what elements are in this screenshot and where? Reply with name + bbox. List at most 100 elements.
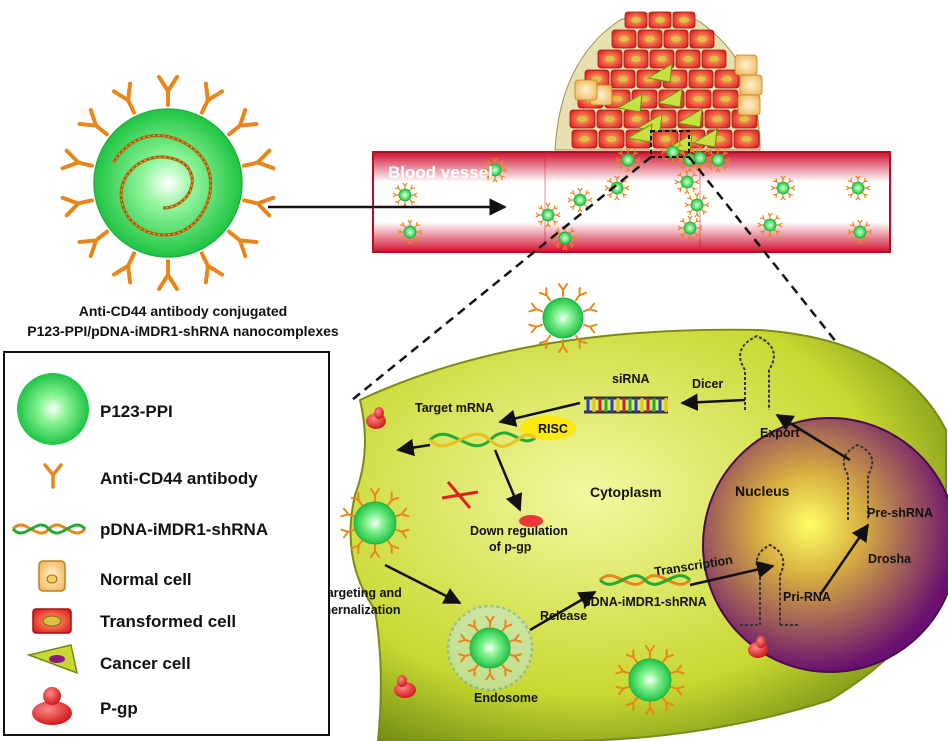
antibody-icon [370,544,380,558]
antibody-icon [485,615,495,628]
small-nanocomplex [684,192,710,218]
antibody-icon [157,75,179,107]
pdna-helix [598,574,692,586]
cancer-cell-icon [26,644,79,675]
antibody-icon [350,539,364,554]
tumor-cell [701,49,727,69]
antibody-icon [386,492,400,507]
antibody-icon [350,492,364,507]
antibody-icon [661,649,675,664]
tumor-cell [624,11,648,29]
endosome [446,604,534,692]
antibody-icon [500,619,513,633]
antibody-icon [625,696,639,711]
small-nanocomplex [482,157,508,183]
antibody-icon [199,251,225,285]
blood-vessel-label: Blood vessel [388,163,493,182]
antibody-icon [340,528,356,539]
legend-label-cancer-cell: Cancer cell [100,654,191,673]
targeting-label-1: Targeting and [320,586,402,600]
antibody-icon [615,664,631,675]
tumor-normal-cell [739,74,763,96]
antibody-icon [558,283,568,297]
antibody-icon [538,287,552,302]
tumor-cell [571,129,598,149]
antibody-icon [661,696,675,711]
tumor-cancer-cell [691,128,718,148]
antibody-icon [615,685,631,696]
antibody-icon [625,649,639,664]
antibody-icon [508,633,522,643]
tumor-cell [648,11,672,29]
antibody-icon [582,302,598,313]
antibody-icon [467,619,480,633]
cell-nanocomplex-top [528,283,598,353]
process-arrows [384,393,870,632]
tumor-cell [712,89,739,109]
cytoplasm-label: Cytoplasm [590,484,662,500]
small-nanocomplex [397,219,423,245]
drosha-label: Drosha [868,552,912,566]
small-nanocomplex [757,212,783,238]
antibody-icon [645,701,655,715]
down-regulation-label-1: Down regulation [470,524,568,538]
legend-label-transformed-cell: Transformed cell [100,612,236,631]
tumor-cell [623,109,650,129]
dna-helix-icon [11,523,87,535]
legend: P123-PPI Anti-CD44 antibody pDNA-iMDR1-s… [3,351,330,736]
antibody-icon [538,334,552,349]
antibody-icon [111,251,137,285]
antibody-icon [582,323,598,334]
antibody-icon [528,302,544,313]
antibody-icon [528,323,544,334]
p123-ppi-sphere-icon [17,373,89,445]
tumor-cell [649,49,675,69]
tumor-cell [672,11,696,29]
tumor-cell [596,109,623,129]
zoom-line-right [688,156,947,481]
antibody-icon [558,339,568,353]
target-mrna-label: Target mRNA [415,401,494,415]
tumor-cell [714,69,740,89]
pgp-membrane-2 [394,675,416,698]
tumor-cell [688,69,714,89]
antibody-icon [458,633,472,643]
risc-label: RISC [538,422,568,436]
tumor-cell [652,129,679,149]
small-nanocomplex [535,202,561,228]
p-gp-icon [32,687,72,725]
small-nanocomplex [660,139,686,165]
antibody-icon [340,507,356,518]
tumor-cell [611,29,637,49]
small-nanocomplex [845,175,871,201]
small-nanocomplex [615,147,641,173]
antibody-icon [242,195,276,218]
tumor-cancer-cell [616,93,643,113]
antibody-icon [574,287,588,302]
cell-nanocomplex-left [340,488,410,558]
antibody-icon [574,334,588,349]
tumor-cancer-cell [676,108,703,128]
inhibition-cross [441,481,479,509]
legend-label-antibody: Anti-CD44 antibody [100,469,258,488]
small-nanocomplex [687,145,713,171]
antibody-icon [199,81,225,115]
small-nanocomplex [674,169,700,195]
antibody-icon [77,229,110,259]
normal-cell-icon [38,560,66,592]
pgp-downregulated [519,515,543,527]
antibody-icon [43,463,63,489]
nucleus-label: Nucleus [735,483,790,499]
pre-shrna-label: Pre-shRNA [867,506,933,520]
cell-nanocomplex-bottom [615,645,685,715]
antibody-icon [394,507,410,518]
tumor-cell [685,89,712,109]
nucleus [702,417,948,673]
antibody-icon [111,81,137,115]
small-nanocomplex [705,147,731,173]
tumor-cancer-cell [656,88,683,108]
sirna-label: siRNA [612,372,650,386]
legend-label-normal-cell: Normal cell [100,570,192,589]
blood-vessel [372,139,891,253]
antibody-icon [157,259,179,291]
